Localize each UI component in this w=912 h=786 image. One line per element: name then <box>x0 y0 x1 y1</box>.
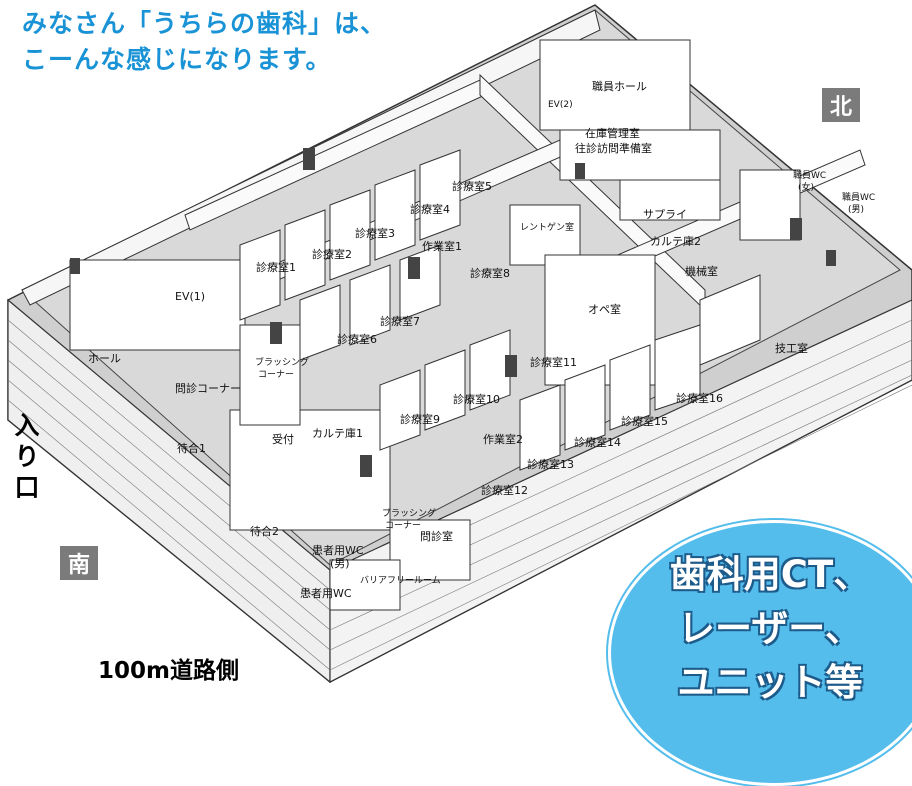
label-staff-wc-m: 職員WC <box>842 192 875 203</box>
label-brushing2: ブラッシング <box>382 507 436 519</box>
label-exam13: 診療室13 <box>527 457 574 471</box>
label-consult-room: 問診室 <box>420 529 453 543</box>
label-brushing1: ブラッシング <box>255 356 309 368</box>
label-op-room: オペ室 <box>588 302 621 316</box>
label-inventory: 在庫管理室 <box>585 126 640 140</box>
label-workroom1: 作業室1 <box>422 239 462 253</box>
entrance-line1: 入り <box>14 411 40 471</box>
label-exam11: 診療室11 <box>530 355 577 369</box>
label-exam6: 診療室6 <box>337 332 377 346</box>
label-tech-room: 技工室 <box>775 341 808 355</box>
label-exam1: 診療室1 <box>256 260 296 274</box>
label-exam4: 診療室4 <box>410 202 450 216</box>
label-waiting1: 待合1 <box>177 441 206 455</box>
label-staff-wc-f: 職員WC <box>793 170 826 181</box>
page-heading: みなさん「うちらの歯科」は、 こーんな感じになります。 <box>22 6 386 78</box>
callout-line1: 歯科用CT、 <box>669 553 871 596</box>
floor-plan-drawing: 職員ホール EV(2) 在庫管理室 往診訪問準備室 職員WC (女) 職員WC … <box>7 4 912 684</box>
east-facade <box>329 299 912 683</box>
label-exam16: 診療室16 <box>676 391 723 405</box>
heading-line2: こーんな感じになります。 <box>22 45 332 74</box>
label-exam15: 診療室15 <box>621 414 668 428</box>
label-brushing1-sub: コーナー <box>258 369 294 380</box>
label-visit-prep: 往診訪問準備室 <box>575 141 652 155</box>
label-supply: サプライ <box>643 208 687 221</box>
label-ev2: EV(2) <box>548 100 573 110</box>
road-label: 100m道路側 <box>98 658 239 684</box>
label-chart-room2: カルテ庫2 <box>650 234 701 248</box>
label-workroom2: 作業室2 <box>483 432 523 446</box>
label-exam5: 診療室5 <box>452 179 492 193</box>
label-exam7: 診療室7 <box>380 314 420 328</box>
label-exam8: 診療室8 <box>470 266 510 280</box>
label-exam10: 診療室10 <box>453 392 500 406</box>
label-patient-wc-m: 患者用WC <box>312 544 364 557</box>
label-hall: ホール <box>88 352 121 365</box>
north-marker: 北 <box>822 88 860 122</box>
entrance-label: 入り 口 <box>10 410 44 503</box>
label-patient-wc-m-sub: (男) <box>330 557 350 570</box>
label-exam3: 診療室3 <box>355 226 395 240</box>
callout-text: 歯科用CT、 レーザー、 ユニット等 <box>640 548 900 710</box>
label-exam9: 診療室9 <box>400 412 440 426</box>
heading-line1: みなさん「うちらの歯科」は、 <box>22 9 387 38</box>
label-staff-wc-f-sub: (女) <box>798 181 814 193</box>
label-brushing2-sub: コーナー <box>385 520 421 531</box>
label-waiting2: 待合2 <box>250 524 279 538</box>
south-marker: 南 <box>60 546 98 580</box>
label-ev1: EV(1) <box>175 290 205 303</box>
pillars <box>70 148 836 477</box>
label-exam12: 診療室12 <box>481 483 528 497</box>
facade-lines <box>7 319 912 671</box>
label-xray: レントゲン室 <box>520 221 574 233</box>
partitions <box>239 149 761 471</box>
label-machine-room: 機械室 <box>685 264 718 278</box>
entrance-line2: 口 <box>14 473 40 502</box>
label-staff-hall: 職員ホール <box>592 80 647 93</box>
label-exam2: 診療室2 <box>312 247 352 261</box>
room-blocks <box>69 39 801 611</box>
label-chart-room1: カルテ庫1 <box>312 426 363 440</box>
callout-line2: レーザー、 <box>678 607 862 650</box>
label-barrier-free: バリアフリールーム <box>360 575 441 586</box>
label-reception: 受付 <box>272 433 294 446</box>
label-staff-wc-m-sub: (男) <box>848 204 864 215</box>
callout-line3: ユニット等 <box>677 661 863 704</box>
label-exam14: 診療室14 <box>574 435 621 449</box>
label-consult-corner: 問診コーナー <box>175 381 241 395</box>
label-patient-wc-f: 患者用WC <box>300 587 352 600</box>
